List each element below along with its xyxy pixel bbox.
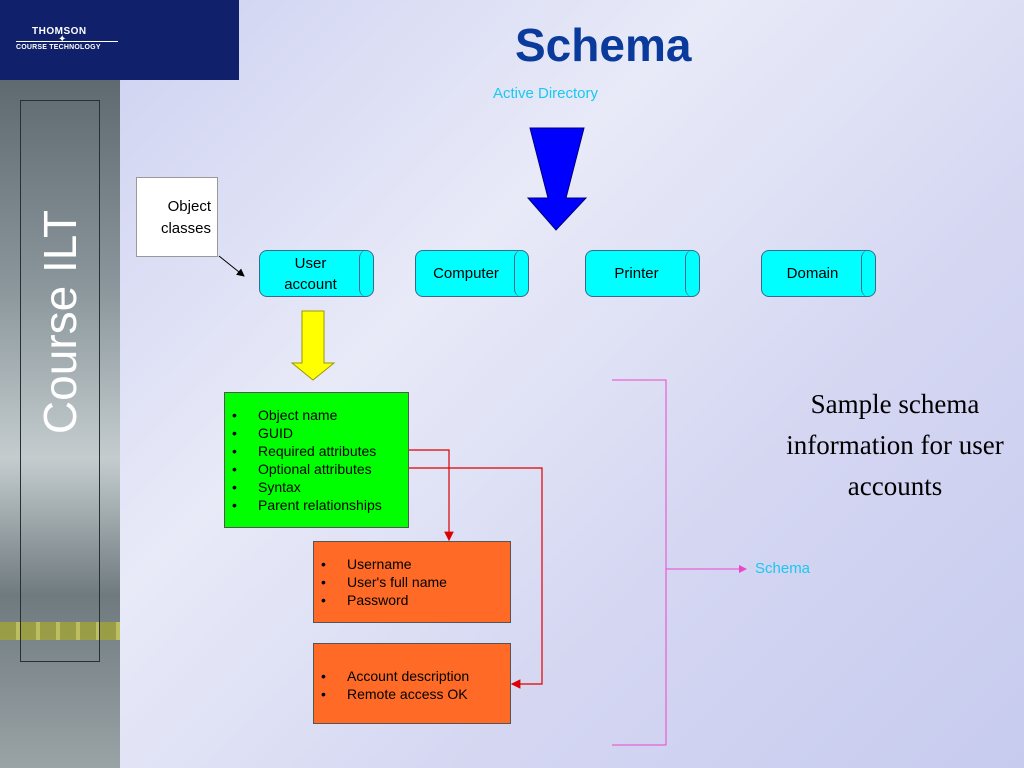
active-directory-label: Active Directory — [493, 85, 599, 102]
required-attributes-connector — [389, 449, 454, 542]
logo-star-icon: ✦ — [58, 34, 67, 45]
schema-info-list: Object name GUID Required attributes Opt… — [225, 406, 408, 514]
blue-down-arrow — [526, 127, 588, 231]
list-item: Remote access OK — [314, 685, 510, 703]
schema-info-box: Object name GUID Required attributes Opt… — [224, 392, 409, 528]
list-item: Parent relationships — [225, 496, 408, 514]
optional-attributes-list: Account description Remote access OK — [314, 667, 510, 703]
class-domain: Domain — [761, 250, 876, 297]
optional-attributes-connector — [389, 467, 543, 689]
class-computer-label: Computer — [433, 265, 499, 282]
list-item: Username — [314, 555, 510, 573]
class-user-account: User account — [259, 250, 374, 297]
logo-line1: THOMSON — [32, 26, 87, 37]
class-printer-label: Printer — [614, 265, 659, 282]
schema-label: Schema — [755, 560, 811, 577]
object-classes-label: Object classes — [136, 177, 218, 257]
optional-attributes-box: Account description Remote access OK — [313, 643, 511, 724]
list-item: Password — [314, 591, 510, 609]
logo-divider — [16, 41, 118, 42]
class-computer: Computer — [415, 250, 529, 297]
class-domain-label: Domain — [786, 265, 839, 282]
list-item: GUID — [225, 424, 408, 442]
publisher-logo: THOMSON ✦ COURSE TECHNOLOGY — [0, 0, 239, 80]
sidebar-strip — [0, 622, 120, 640]
list-item: User's full name — [314, 573, 510, 591]
list-item: Syntax — [225, 478, 408, 496]
list-item: Account description — [314, 667, 510, 685]
list-item: Optional attributes — [225, 460, 408, 478]
class-printer: Printer — [585, 250, 700, 297]
class-user-account-label: User account — [284, 254, 337, 293]
list-item: Object name — [225, 406, 408, 424]
logo-line2: COURSE TECHNOLOGY — [16, 44, 101, 51]
object-classes-connector — [218, 255, 245, 277]
list-item: Required attributes — [225, 442, 408, 460]
sidebar-frame — [20, 100, 100, 662]
page-title: Schema — [515, 19, 692, 71]
schema-bracket — [612, 379, 667, 746]
yellow-down-arrow — [290, 310, 336, 381]
required-attributes-list: Username User's full name Password — [314, 555, 510, 609]
caption-text: Sample schema information for user accou… — [786, 389, 1004, 501]
required-attributes-box: Username User's full name Password — [313, 541, 511, 623]
